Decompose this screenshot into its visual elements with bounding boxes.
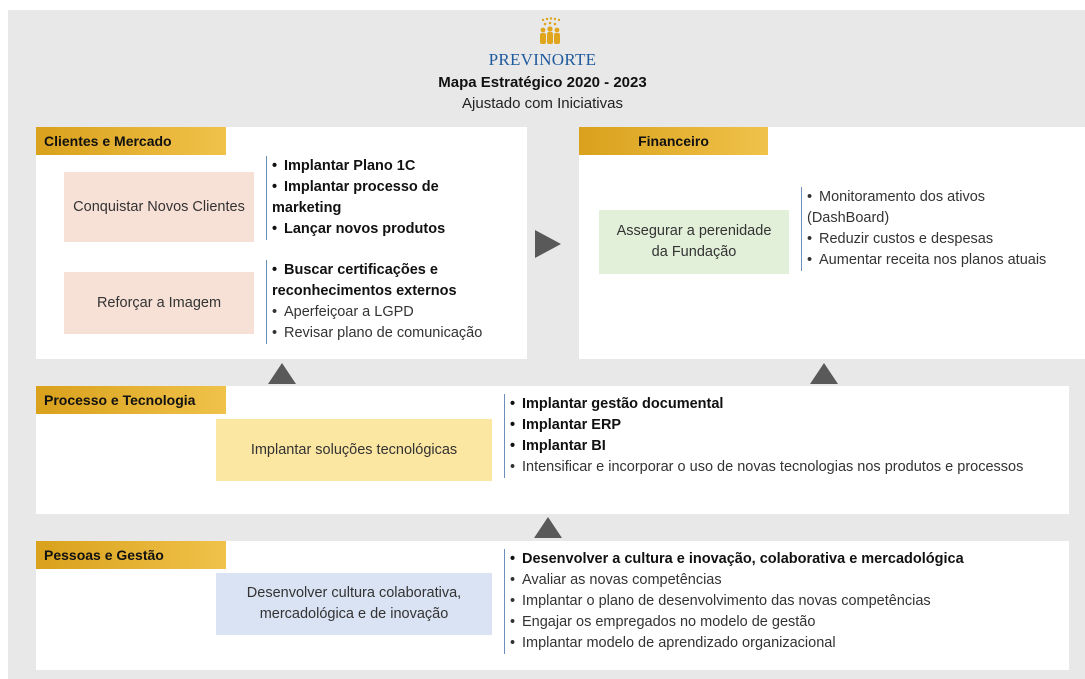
initiative-item: •Buscar certificações e reconhecimentos … (272, 260, 522, 302)
goal-cultura-colaborativa: Desenvolver cultura colaborativa, mercad… (216, 573, 492, 635)
initiative-text: Intensificar e incorporar o uso de novas… (522, 459, 1024, 475)
processo-initiatives: • Implantar gestão documental • Implantar E… (504, 394, 1030, 478)
people-logo-icon (540, 17, 561, 44)
arrow-up-icon (534, 517, 562, 538)
bullet-dot-icon: • (272, 179, 278, 195)
bullet-dot-icon: • (510, 459, 516, 475)
bullet-dot-icon: • (807, 189, 813, 205)
goal-assegurar-perenidade: Assegurar a perenidade da Fundação (599, 210, 789, 274)
initiative-text: Implantar modelo de aprendizado organiza… (522, 635, 836, 651)
goal-solucoes-tecnologicas: Implantar soluções tecnológicas (216, 419, 492, 481)
initiative-item: •Monitoramento dos ativos (DashBoard) (807, 187, 1057, 229)
processo-tag: Processo e Tecnologia (36, 386, 226, 414)
initiative-text: Aperfeiçoar a LGPD (284, 304, 414, 320)
goal-reforcar-imagem: Reforçar a Imagem (64, 272, 254, 334)
initiative-item: • Aumentar receita nos planos atuais (807, 250, 1057, 271)
initiative-text: Implantar o plano de desenvolvimento das… (522, 593, 931, 609)
bullet-dot-icon: • (272, 304, 278, 320)
initiative-item: • Revisar plano de comunicação (272, 323, 522, 344)
arrow-up-icon (810, 363, 838, 384)
initiative-text: Engajar os empregados no modelo de gestã… (522, 614, 816, 630)
initiative-item: • Implantar o plano de desenvolvimento da… (510, 591, 1050, 612)
initiative-text: Implantar Plano 1C (284, 158, 416, 174)
initiative-item: • Implantar gestão documental (510, 394, 1030, 415)
initiative-item: • Reduzir custos e despesas (807, 229, 1057, 250)
financeiro-initiatives: •Monitoramento dos ativos (DashBoard)•Re… (801, 187, 1057, 271)
bullet-dot-icon: • (510, 593, 516, 609)
clientes-tag: Clientes e Mercado (36, 127, 226, 155)
initiative-item: • Implantar BI (510, 436, 1030, 457)
initiative-text: Avaliar as novas competências (522, 572, 722, 588)
initiative-text: Implantar processo de marketing (272, 179, 439, 216)
initiative-item: • Implantar ERP (510, 415, 1030, 436)
initiative-item: • Avaliar as novas competências (510, 570, 1050, 591)
initiative-text: Implantar ERP (522, 417, 622, 433)
initiative-text: Monitoramento dos ativos (DashBoard) (807, 189, 986, 226)
page-title: Mapa Estratégico 2020 - 2023 (438, 74, 647, 91)
pessoas-tag: Pessoas e Gestão (36, 541, 226, 569)
initiative-text: Buscar certificações e reconhecimentos e… (272, 262, 457, 299)
clientes-initiatives-2: •Buscar certificações e reconhecimentos … (266, 260, 522, 344)
bullet-dot-icon: • (807, 252, 813, 268)
bullet-dot-icon: • (272, 262, 278, 278)
clientes-initiatives-1: •Implantar Plano 1C•Implantar processo d… (266, 156, 502, 240)
initiative-item: • Lançar novos produtos (272, 219, 502, 240)
initiative-item: • Intensificar e incorporar o uso de nova… (510, 457, 1030, 478)
initiative-text: Implantar BI (522, 438, 606, 454)
initiative-item: • Aperfeiçoar a LGPD (272, 302, 522, 323)
bullet-dot-icon: • (510, 438, 516, 454)
bullet-dot-icon: • (510, 635, 516, 651)
brand-name: PREVINORTE (488, 50, 597, 69)
initiative-item: •Implantar processo de marketing (272, 177, 502, 219)
initiative-text: Revisar plano de comunicação (284, 325, 483, 341)
financeiro-tag: Financeiro (579, 127, 768, 155)
initiative-text: Aumentar receita nos planos atuais (819, 252, 1047, 268)
initiative-item: • Implantar modelo de aprendizado organiz… (510, 633, 1050, 654)
arrow-up-icon (268, 363, 296, 384)
arrow-right-icon (535, 230, 561, 258)
bullet-dot-icon: • (272, 158, 278, 174)
initiative-text: Implantar gestão documental (522, 396, 724, 412)
initiative-text: Reduzir custos e despesas (819, 231, 994, 247)
goal-conquistar-clientes: Conquistar Novos Clientes (64, 172, 254, 242)
initiative-item: • Implantar Plano 1C (272, 156, 502, 177)
initiative-item: • Desenvolver a cultura e inovação, colab… (510, 549, 1050, 570)
bullet-dot-icon: • (510, 572, 516, 588)
bullet-dot-icon: • (272, 325, 278, 341)
bullet-dot-icon: • (510, 417, 516, 433)
pessoas-initiatives: • Desenvolver a cultura e inovação, colab… (504, 549, 1050, 654)
bullet-dot-icon: • (510, 551, 516, 567)
initiative-text: Lançar novos produtos (284, 221, 446, 237)
initiative-text: Desenvolver a cultura e inovação, colabo… (522, 551, 964, 567)
initiative-item: • Engajar os empregados no modelo de gest… (510, 612, 1050, 633)
bullet-dot-icon: • (510, 614, 516, 630)
bullet-dot-icon: • (510, 396, 516, 412)
page-subtitle: Ajustado com Iniciativas (462, 95, 623, 112)
bullet-dot-icon: • (807, 231, 813, 247)
bullet-dot-icon: • (272, 221, 278, 237)
